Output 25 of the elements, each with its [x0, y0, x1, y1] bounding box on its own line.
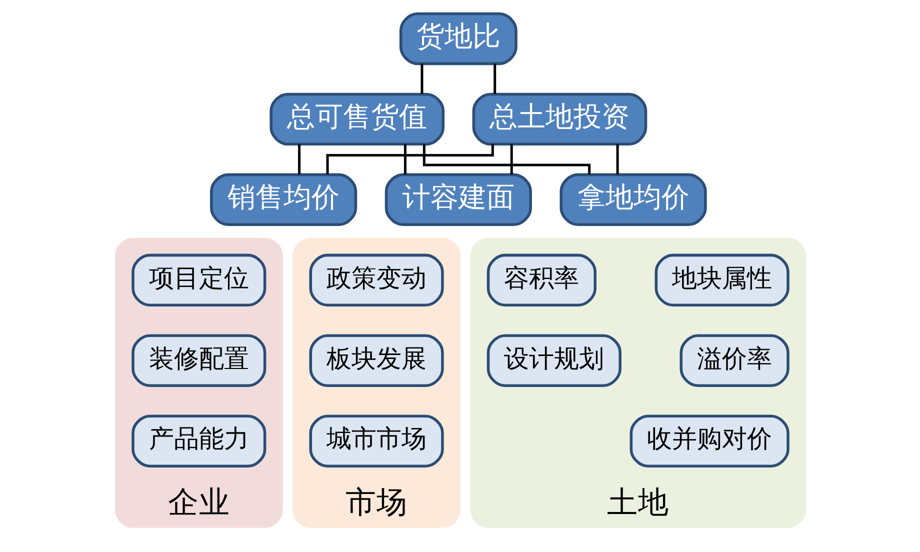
node-box: 装修配置	[131, 334, 266, 388]
node-box: 计容建面	[384, 173, 532, 226]
node-box: 销售均价	[210, 173, 357, 226]
connector	[420, 64, 423, 94]
node-box: 容积率	[486, 254, 596, 307]
connector	[422, 144, 590, 174]
node-box: 政策变动	[308, 254, 444, 307]
node-box: 地块属性	[654, 254, 789, 307]
node-box: 产品能力	[131, 414, 266, 468]
node-box: 项目定位	[131, 254, 266, 307]
node-box: 城市市场	[308, 414, 444, 468]
connector	[326, 144, 494, 174]
node-box: 总可售货值	[269, 92, 444, 146]
node-box: 拿地均价	[559, 173, 706, 226]
node-box: 设计规划	[486, 334, 621, 388]
node-box: 收并购对价	[629, 414, 789, 468]
node-box: 货地比	[398, 12, 517, 66]
node-box: 板块发展	[308, 334, 444, 388]
node-box: 总土地投资	[472, 92, 647, 146]
connector	[510, 144, 512, 174]
connector	[616, 144, 618, 174]
connector	[403, 144, 406, 174]
connector	[298, 144, 300, 174]
connector	[493, 64, 496, 94]
node-box: 溢价率	[679, 334, 789, 388]
